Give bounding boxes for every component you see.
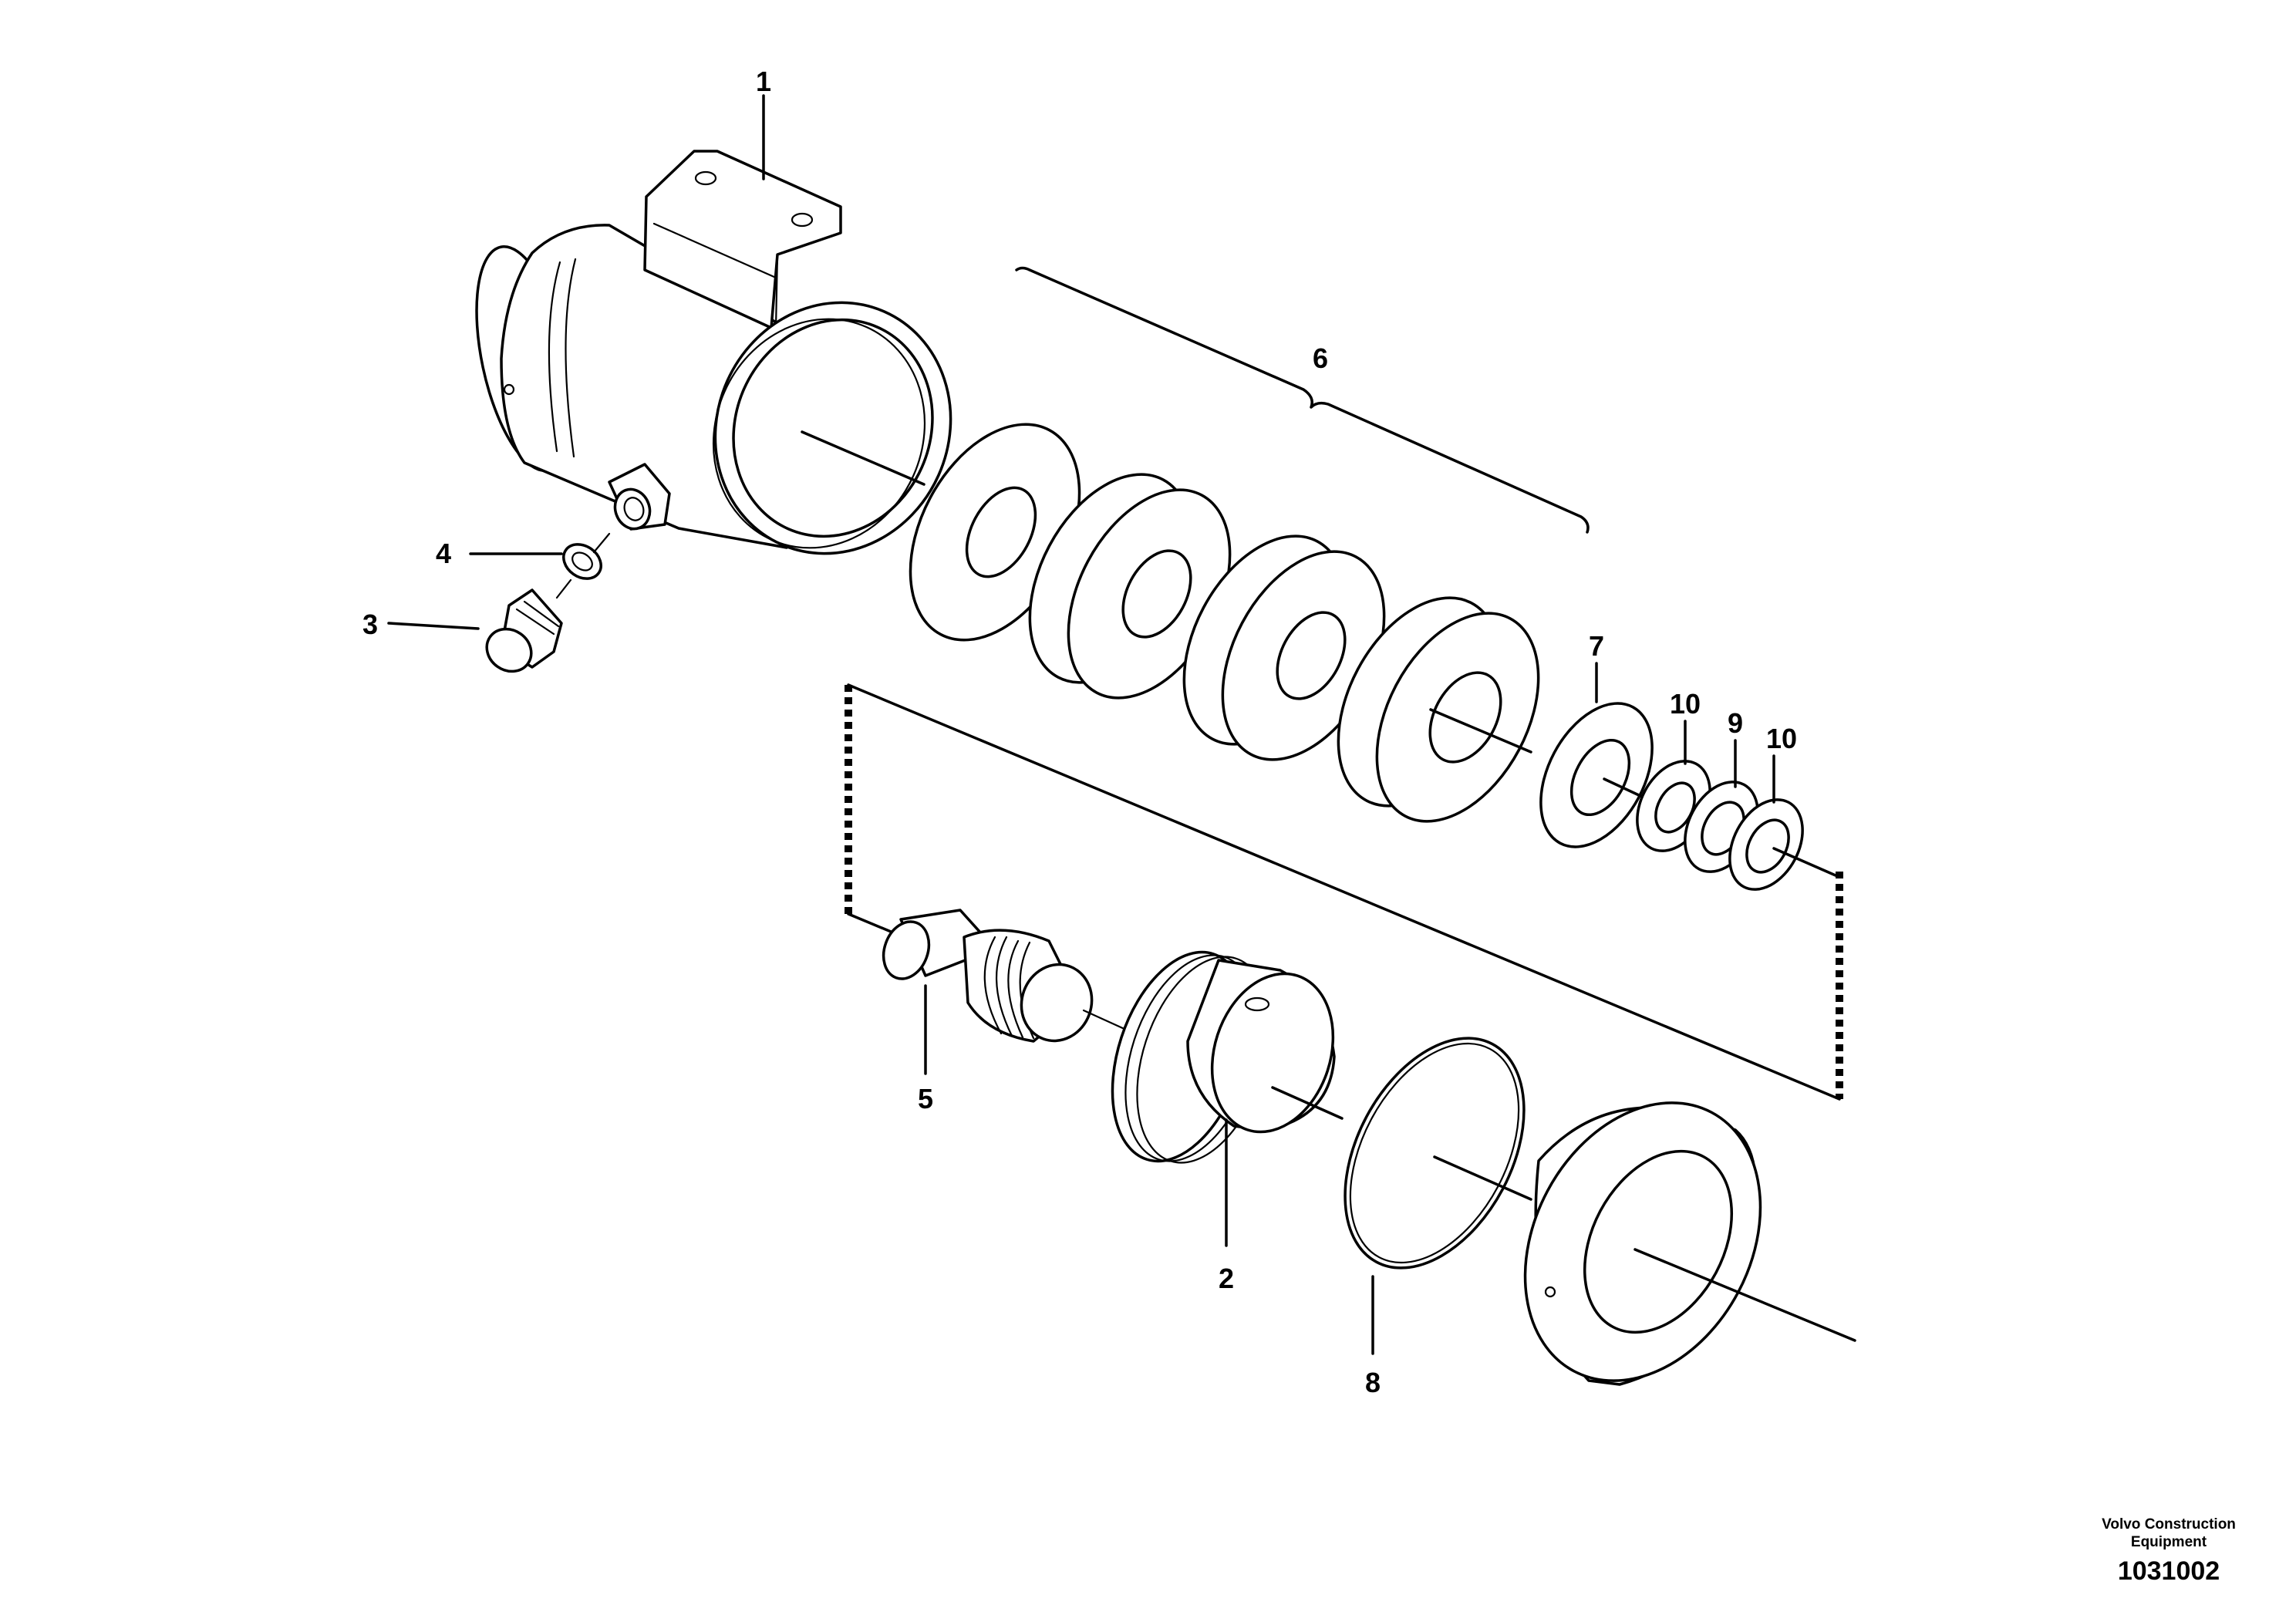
spacer-ring-part-7 bbox=[1539, 702, 1654, 848]
seal-rings-parts-9-10 bbox=[1636, 760, 1837, 891]
assembly-bracket bbox=[845, 683, 1843, 1101]
callout-10-left: 10 bbox=[1670, 688, 1701, 720]
cylinder-head bbox=[1523, 1101, 1856, 1386]
callout-1: 1 bbox=[756, 66, 771, 97]
cylinder-housing-part-1 bbox=[475, 150, 952, 555]
credit-line-1: Volvo Construction bbox=[2102, 1516, 2236, 1533]
callout-2: 2 bbox=[1219, 1263, 1234, 1294]
callout-7: 7 bbox=[1589, 630, 1604, 662]
callout-3: 3 bbox=[362, 609, 378, 640]
credit-line-2: Equipment bbox=[2131, 1534, 2207, 1550]
washer-part-4 bbox=[562, 532, 611, 580]
callout-10-right: 10 bbox=[1766, 723, 1797, 754]
callout-leaders bbox=[387, 94, 1775, 1355]
callout-4: 4 bbox=[436, 538, 451, 569]
drawing-number: 1031002 bbox=[2118, 1556, 2220, 1586]
disc-spring-stack-part-6 bbox=[909, 266, 1590, 823]
piston-part-2 bbox=[1111, 950, 1344, 1164]
credit-block: Volvo Construction Equipment 1031002 bbox=[2102, 1516, 2236, 1586]
piston-rod-part-5 bbox=[882, 909, 1128, 1043]
callout-9: 9 bbox=[1728, 707, 1743, 739]
callout-5: 5 bbox=[918, 1083, 933, 1114]
o-ring-part-8 bbox=[1344, 1037, 1532, 1270]
callout-6: 6 bbox=[1313, 342, 1328, 374]
callout-8: 8 bbox=[1365, 1367, 1381, 1398]
callout-labels: 1 2 3 4 5 6 7 8 9 10 10 bbox=[362, 66, 1797, 1398]
plug-part-3 bbox=[485, 578, 572, 673]
